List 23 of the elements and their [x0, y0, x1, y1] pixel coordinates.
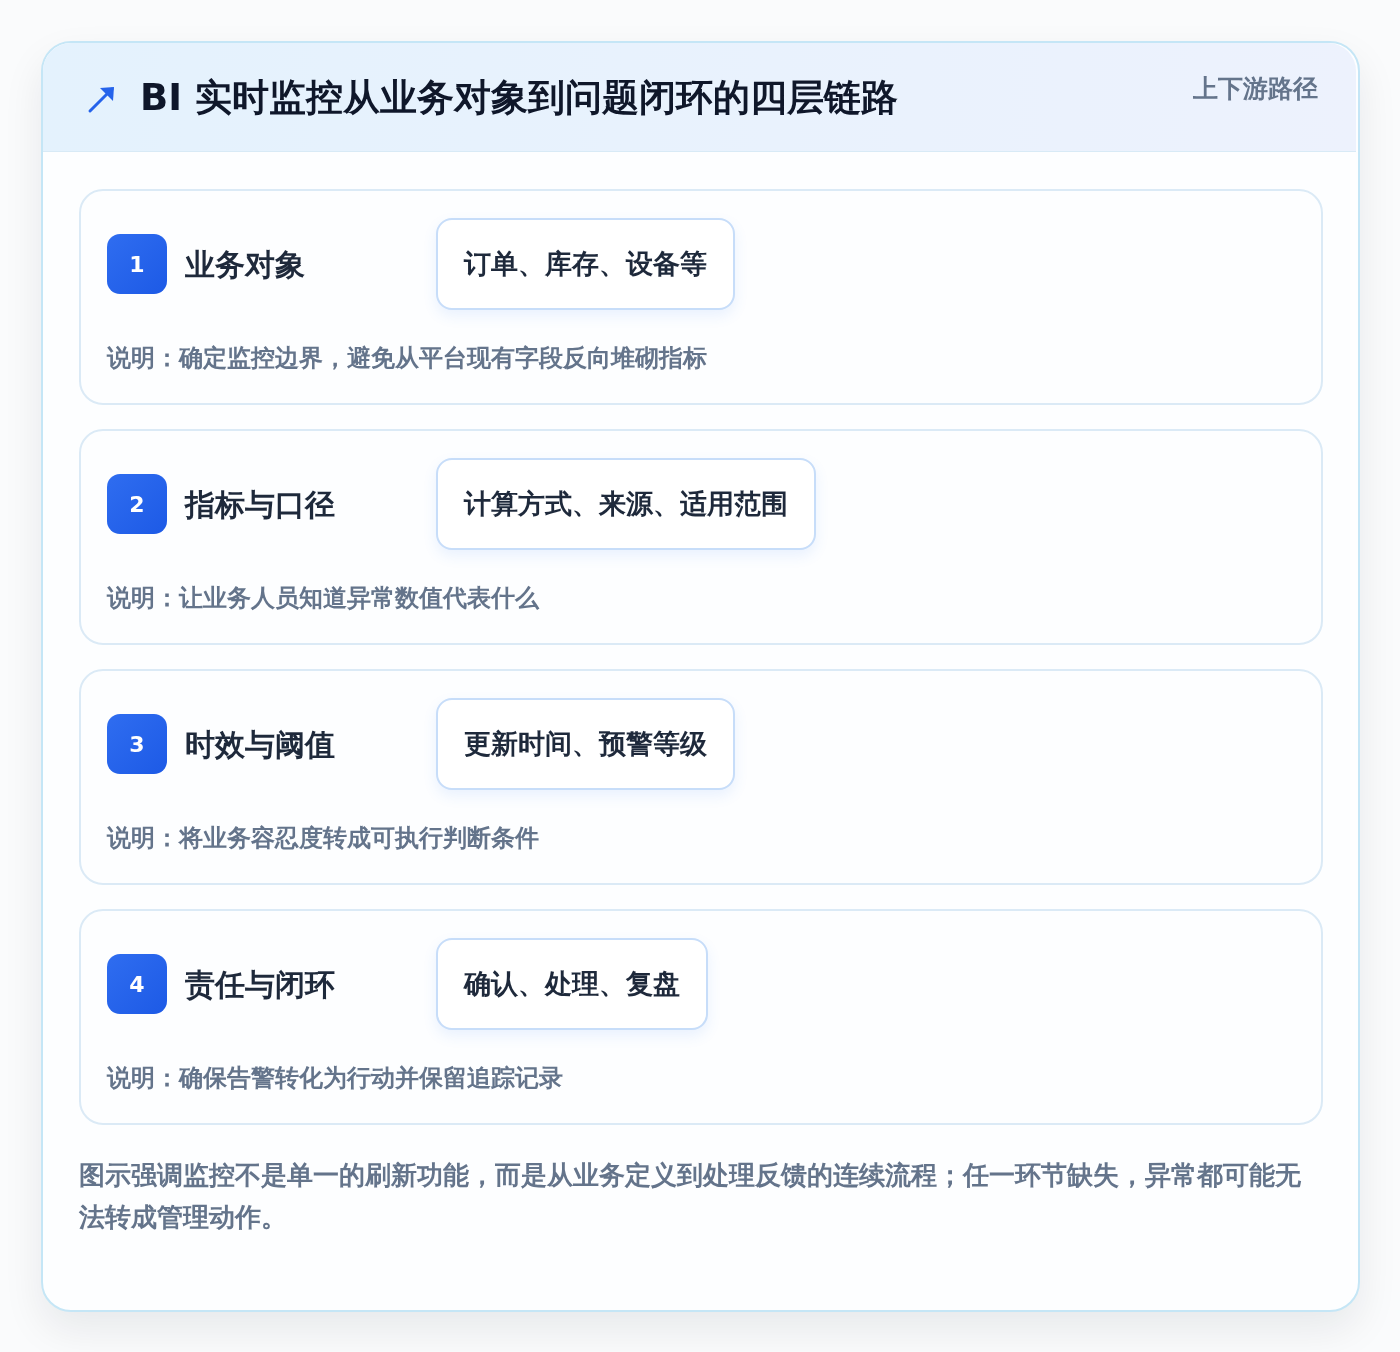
layer-description: 说明：将业务容忍度转成可执行判断条件	[107, 823, 539, 854]
layer-heading: 业务对象	[185, 246, 305, 284]
step-number-badge: 3	[107, 714, 167, 774]
tag-box: 订单、库存、设备等	[436, 218, 735, 310]
step-number-badge: 1	[107, 234, 167, 294]
layer-heading: 时效与阈值	[185, 726, 335, 764]
layer-card	[79, 189, 1323, 405]
layer-heading: 责任与闭环	[185, 966, 335, 1004]
layer-description: 说明：确定监控边界，避免从平台现有字段反向堆砌指标	[107, 343, 707, 374]
tag-box: 确认、处理、复盘	[436, 938, 708, 1030]
caption-text: 图示强调监控不是单一的刷新功能，而是从业务定义到处理反馈的连续流程；任一环节缺失，异常都可能无法转成管理动作。	[79, 1159, 1302, 1234]
layer-card	[79, 669, 1323, 885]
layer-card	[79, 429, 1323, 645]
tag-box: 更新时间、预警等级	[436, 698, 735, 790]
tag-box: 计算方式、来源、适用范围	[436, 458, 816, 550]
step-number-badge: 2	[107, 474, 167, 534]
layer-heading: 指标与口径	[185, 486, 335, 524]
layer-description: 说明：确保告警转化为行动并保留追踪记录	[107, 1063, 563, 1094]
layer-card	[79, 909, 1323, 1125]
title: BI 实时监控从业务对象到问题闭环的四层链路	[140, 75, 898, 121]
step-number-badge: 4	[107, 954, 167, 1014]
path-label: 上下游路径	[1193, 73, 1318, 105]
layer-description: 说明：让业务人员知道异常数值代表什么	[107, 583, 539, 614]
